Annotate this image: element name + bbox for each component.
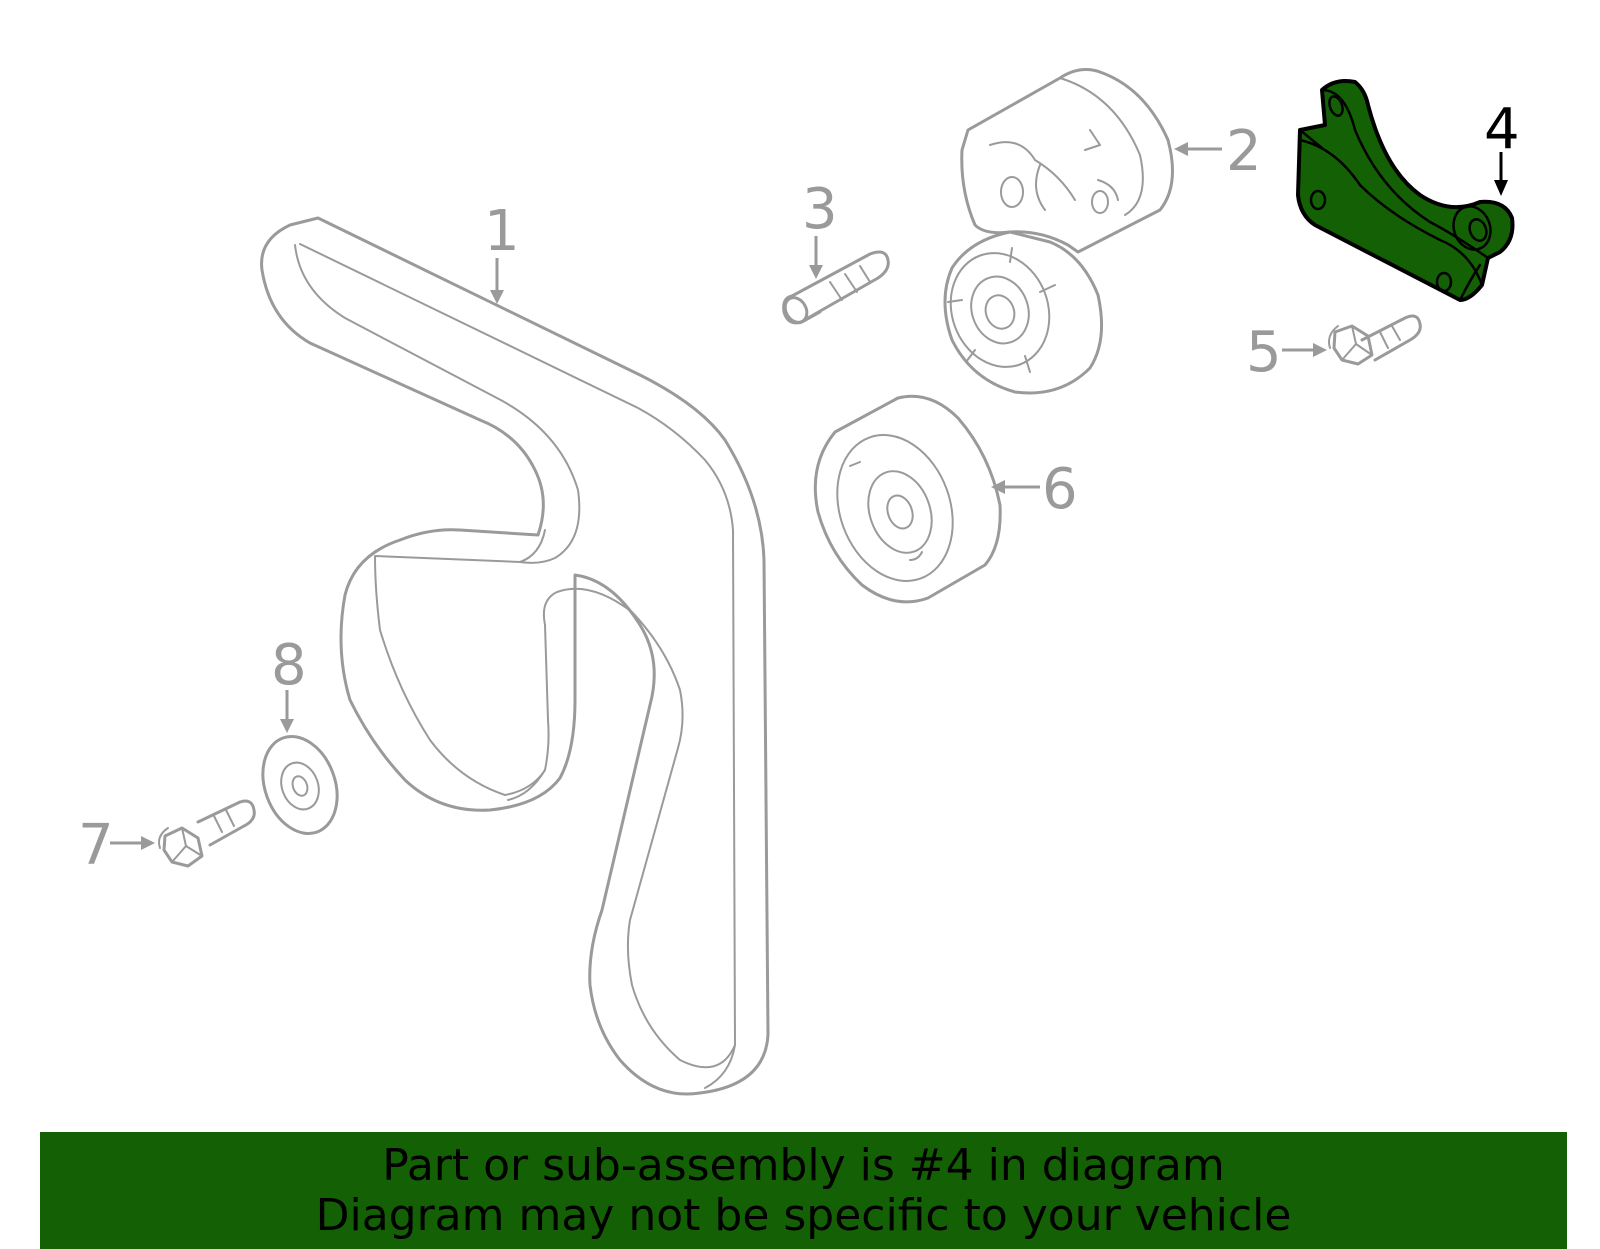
callout-8[interactable]: 8 [271, 633, 307, 698]
part-5-flange-bolt[interactable] [1328, 314, 1422, 366]
part-3-bolt[interactable] [781, 250, 890, 326]
callout-4[interactable]: 4 [1484, 97, 1520, 162]
callout-7[interactable]: 7 [78, 813, 114, 878]
part-2-belt-tensioner[interactable] [935, 68, 1174, 395]
part-7-flange-bolt[interactable] [158, 799, 256, 868]
part-4-fill [1296, 79, 1515, 302]
info-banner: Part or sub-assembly is #4 in diagram Di… [40, 1132, 1567, 1249]
part-4-tensioner-bracket[interactable] [1296, 79, 1515, 302]
callout-3[interactable]: 3 [802, 177, 838, 242]
part-8-washer[interactable] [250, 726, 350, 844]
callout-5[interactable]: 5 [1246, 320, 1282, 385]
callout-1[interactable]: 1 [484, 199, 520, 264]
callout-2[interactable]: 2 [1226, 119, 1262, 184]
part-6-idler-pulley[interactable] [813, 394, 1002, 604]
part-1-drive-belt[interactable] [260, 216, 770, 1096]
banner-line-disclaimer: Diagram may not be specific to your vehi… [315, 1189, 1292, 1241]
callout-leaders [110, 142, 1508, 850]
banner-line-part: Part or sub-assembly is #4 in diagram [382, 1139, 1225, 1191]
callout-6[interactable]: 6 [1042, 457, 1078, 522]
